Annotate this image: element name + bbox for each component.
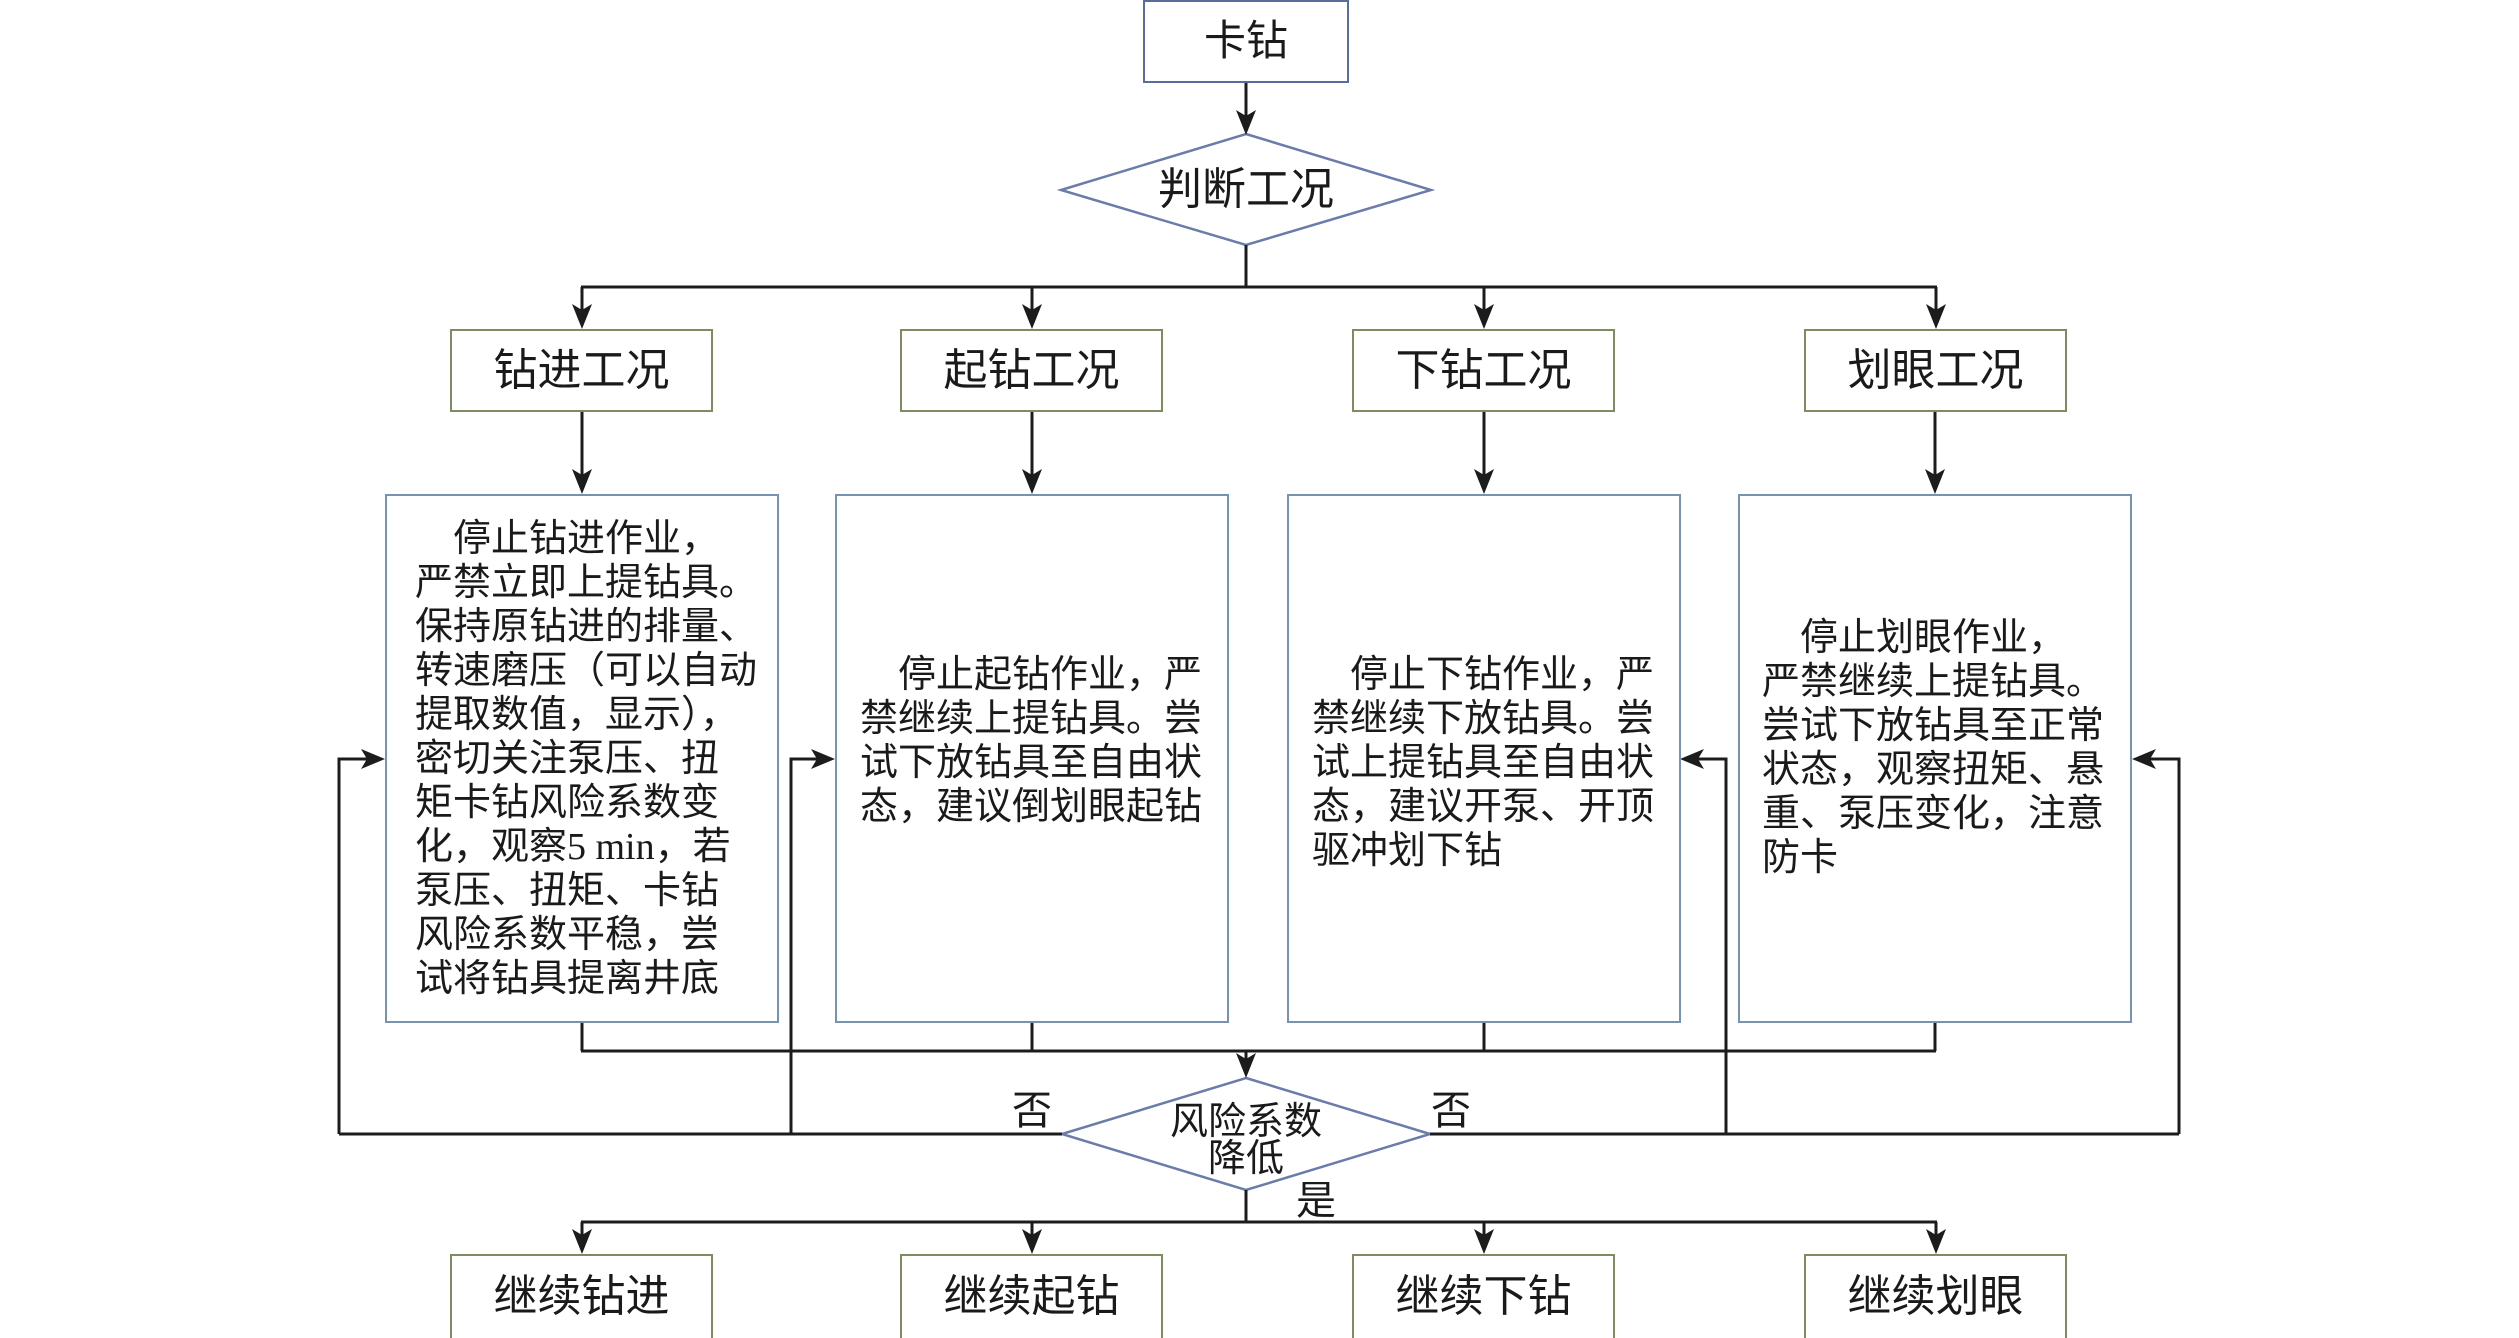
text-line: 防卡 <box>1762 837 1839 879</box>
outcome-label: 继续划眼 <box>1847 1272 2024 1321</box>
text-line: 保持原钻进的排量、 <box>415 606 758 648</box>
arrowhead-down <box>1474 1229 1494 1254</box>
text-line: 矩卡钻风险系数变 <box>415 782 720 824</box>
outcome-node-continue-reaming: 继续划眼 <box>1804 1254 2067 1338</box>
arrowhead-down <box>1474 469 1494 494</box>
text-line: 停止钻进作业， <box>453 518 720 560</box>
edge-label-no-left: 否 <box>1012 1088 1052 1133</box>
arrowhead-down <box>1022 469 1042 494</box>
text-line: 泵压、扭矩、卡钻 <box>415 870 720 912</box>
text-line: 重、泵压变化，注意 <box>1762 793 2105 835</box>
text-line: 停止起钻作业，严 <box>898 654 1203 696</box>
outcome-node-continue-tripping-out: 继续起钻 <box>900 1254 1163 1338</box>
text-line: 态，建议倒划眼起钻 <box>860 786 1203 828</box>
condition-node-drilling: 钻进工况 <box>450 329 713 412</box>
condition-label: 划眼工况 <box>1847 345 2024 395</box>
arrowhead-right <box>811 749 835 769</box>
text-line: 禁继续下放钻具。尝 <box>1312 698 1655 740</box>
text-line: 化，观察5 min，若 <box>415 826 731 868</box>
condition-label: 下钻工况 <box>1395 345 1572 395</box>
connector-loop-to-action-3 <box>1685 757 1728 1134</box>
action-text: 停止下钻作业，严 禁继续下放钻具。尝 试上提钻具至自由状 态，建议开泵、开顶 驱… <box>1312 653 1654 873</box>
arrowhead-down <box>1236 110 1256 135</box>
arrowhead-down <box>1474 304 1494 329</box>
action-node-tripping-in: 停止下钻作业，严 禁继续下放钻具。尝 试上提钻具至自由状 态，建议开泵、开顶 驱… <box>1287 494 1681 1023</box>
outcome-label: 继续下钻 <box>1395 1272 1572 1321</box>
text-line: 态，建议开泵、开顶 <box>1312 786 1655 828</box>
text-line: 驱冲划下钻 <box>1312 830 1503 872</box>
text-line: 风险系数平稳，尝 <box>415 914 720 956</box>
text-line: 提取数值，显示）， <box>415 694 739 736</box>
action-text: 停止钻进作业， 严禁立即上提钻具。 保持原钻进的排量、 转速磨压（可以自动 提取… <box>415 517 757 1001</box>
text-line: 试上提钻具至自由状 <box>1312 742 1655 784</box>
start-node-label: 卡钻 <box>1203 18 1288 65</box>
decision-risk-label: 风险系数 降低 <box>1062 1078 1430 1190</box>
action-node-reaming: 停止划眼作业， 严禁继续上提钻具。 尝试下放钻具至正常 状态，观察扭矩、悬 重、… <box>1738 494 2132 1023</box>
arrowhead-down <box>572 304 592 329</box>
text-line: 尝试下放钻具至正常 <box>1762 705 2105 747</box>
arrowhead-down <box>572 1229 592 1254</box>
text-line: 试下放钻具至自由状 <box>860 742 1203 784</box>
arrowhead-down <box>1925 469 1945 494</box>
text-line: 禁继续上提钻具。尝 <box>860 698 1203 740</box>
edge-label-yes: 是 <box>1296 1178 1336 1223</box>
text-line: 状态，观察扭矩、悬 <box>1762 749 2105 791</box>
condition-label: 钻进工况 <box>493 345 670 395</box>
decision-risk-line: 风险系数 <box>1169 1101 1322 1143</box>
condition-node-tripping-in: 下钻工况 <box>1352 329 1615 412</box>
action-text: 停止起钻作业，严 禁继续上提钻具。尝 试下放钻具至自由状 态，建议倒划眼起钻 <box>860 653 1202 829</box>
outcome-label: 继续起钻 <box>943 1272 1120 1321</box>
action-text: 停止划眼作业， 严禁继续上提钻具。 尝试下放钻具至正常 状态，观察扭矩、悬 重、… <box>1762 616 2104 880</box>
outcome-node-continue-drilling: 继续钻进 <box>450 1254 713 1338</box>
arrowhead-down <box>572 469 592 494</box>
arrowhead-down <box>1022 304 1042 329</box>
outcome-node-continue-tripping-in: 继续下钻 <box>1352 1254 1615 1338</box>
text-line: 严禁继续上提钻具。 <box>1762 661 2105 703</box>
condition-node-reaming: 划眼工况 <box>1804 329 2067 412</box>
decision-condition-label: 判断工况 <box>1158 164 1334 214</box>
action-node-drilling: 停止钻进作业， 严禁立即上提钻具。 保持原钻进的排量、 转速磨压（可以自动 提取… <box>385 494 779 1023</box>
condition-label: 起钻工况 <box>943 345 1120 395</box>
arrowhead-down <box>1926 304 1946 329</box>
action-node-tripping-out: 停止起钻作业，严 禁继续上提钻具。尝 试下放钻具至自由状 态，建议倒划眼起钻 <box>835 494 1229 1023</box>
condition-node-tripping-out: 起钻工况 <box>900 329 1163 412</box>
text-line: 严禁立即上提钻具。 <box>415 562 758 604</box>
edge-label-no-right: 否 <box>1431 1088 1471 1133</box>
arrowhead-down <box>1022 1229 1042 1254</box>
connector-loop-to-action-2 <box>789 757 830 1134</box>
outcome-label: 继续钻进 <box>493 1272 670 1321</box>
decision-risk-line: 降低 <box>1207 1138 1284 1180</box>
arrowhead-left <box>2132 749 2156 769</box>
text-line: 密切关注泵压、扭 <box>415 738 720 780</box>
text-line: 停止划眼作业， <box>1800 617 2067 659</box>
arrowhead-right <box>361 749 385 769</box>
text-line: 停止下钻作业，严 <box>1350 654 1655 696</box>
text-line: 转速磨压（可以自动 <box>415 650 758 692</box>
arrowhead-down <box>1236 1053 1256 1078</box>
arrowhead-left <box>1680 749 1704 769</box>
connector-loop-to-action-1 <box>337 757 380 1134</box>
text-line: 试将钻具提离井底 <box>415 958 720 1000</box>
arrowhead-down <box>1926 1229 1946 1254</box>
connector-loop-to-action-4 <box>2137 757 2181 1134</box>
start-node: 卡钻 <box>1143 0 1349 83</box>
